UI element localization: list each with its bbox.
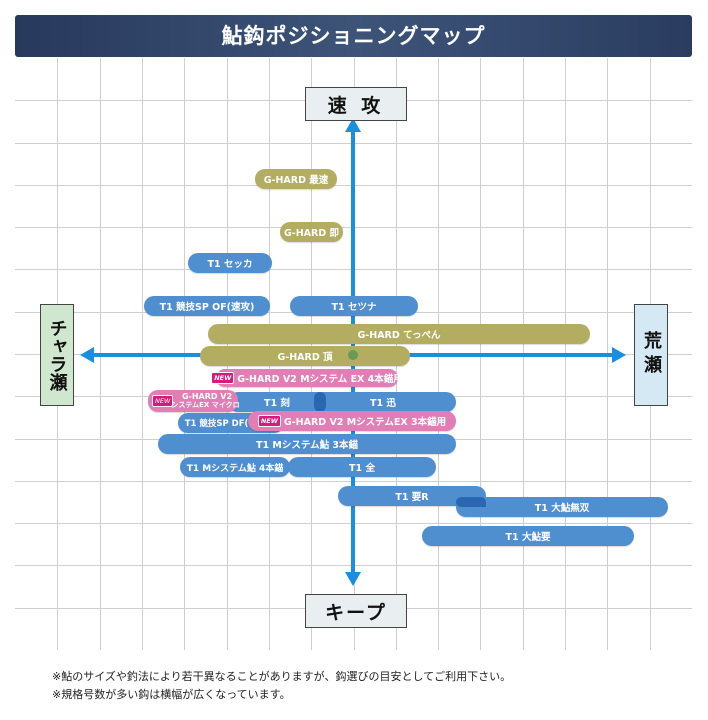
bar-ghard-saisoku: G-HARD 最速	[255, 169, 337, 189]
overlap-marker	[314, 392, 326, 412]
new-badge: NEW	[211, 372, 235, 384]
center-dot	[348, 350, 358, 360]
arrow-up-icon	[345, 118, 361, 132]
arrow-right-icon	[612, 347, 626, 363]
bar-t1-koku-jin: T1 刻 T1 迅	[228, 392, 456, 412]
bar-label: G-HARD V2 Mシステム EX 4本錨用	[237, 374, 403, 385]
bar-label: G-HARD V2	[181, 392, 233, 401]
bar-t1-sekka: T1 セッカ	[188, 253, 272, 273]
axis-label-right: 荒瀬	[634, 304, 668, 406]
bar-ghard-teppen: G-HARD てっぺん	[208, 324, 590, 344]
bar-label: MシステムEX マイクロ	[164, 401, 240, 409]
footnote: ※規格号数が多い鈎は横幅が広くなっています。	[52, 688, 291, 701]
axis-label-bottom: キープ	[305, 594, 407, 628]
bar-t1-kaname-r: T1 要R	[338, 486, 486, 506]
bar-label: G-HARD V2 MシステムEX 3本錨用	[283, 417, 447, 428]
new-badge: NEW	[257, 415, 281, 427]
bar-t1-zen: T1 全	[288, 457, 436, 477]
axis-label-left: チャラ瀬	[40, 304, 74, 406]
bar-label: T1 刻	[264, 398, 290, 409]
bar-t1-setsuna: T1 セツナ	[290, 296, 418, 316]
overlap-marker	[456, 497, 486, 507]
bar-t1-kyogi-sp-of: T1 競技SP OF(速攻)	[144, 296, 270, 316]
bar-t1-oayu-muso: T1 大鮎無双	[456, 497, 668, 517]
new-badge: NEW	[152, 395, 174, 407]
arrow-down-icon	[345, 572, 361, 586]
footnote: ※鮎のサイズや釣法により若干異なることがありますが、鈎選びの目安としてご利用下さ…	[52, 670, 512, 683]
axis-label-top: 速 攻	[305, 87, 407, 121]
bar-ghard-soku: G-HARD 即	[280, 222, 343, 242]
arrow-left-icon	[80, 347, 94, 363]
bar-ghard-itadaki: G-HARD 頂	[200, 346, 410, 366]
bar-label: T1 迅	[370, 398, 396, 409]
footnotes: ※鮎のサイズや釣法により若干異なることがありますが、鈎選びの目安としてご利用下さ…	[52, 668, 511, 704]
bar-t1-m-ayu-4: T1 Mシステム鮎 4本錨	[180, 457, 290, 477]
page-title: 鮎鈎ポジショニングマップ	[221, 24, 486, 48]
bar-ghard-v2-m-4: NEW G-HARD V2 Mシステム EX 4本錨用	[211, 369, 403, 387]
bar-t1-oayu-kaname: T1 大鮎要	[422, 526, 634, 546]
bar-t1-m-ayu-3: T1 Mシステム鮎 3本錨	[158, 434, 456, 454]
title-banner: 鮎鈎ポジショニングマップ	[15, 15, 692, 57]
bar-ghard-v2-m-3: NEW G-HARD V2 MシステムEX 3本錨用	[248, 411, 456, 431]
